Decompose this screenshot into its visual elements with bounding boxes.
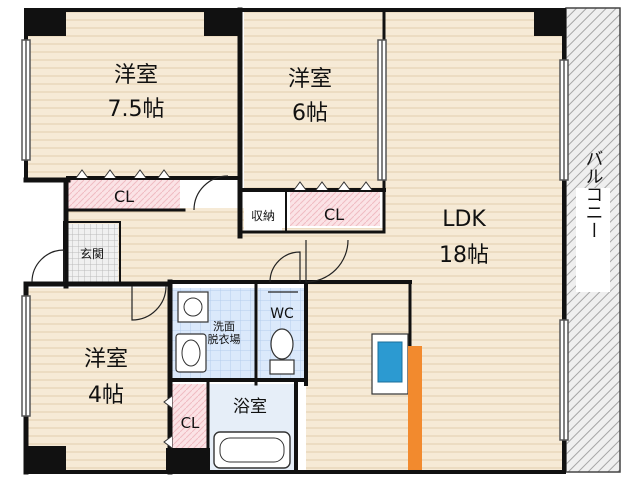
door-entrance: [31, 249, 65, 283]
door-washroom: [269, 251, 301, 283]
closet-2-floor: [290, 190, 380, 226]
door-room1: [193, 175, 229, 211]
closet-3-label: CL: [181, 414, 200, 432]
kitchen-counter: [371, 333, 422, 470]
closet-details: [75, 169, 373, 449]
western-room-2-floor: [244, 12, 384, 190]
storage-floor: [244, 196, 282, 232]
entrance-label: 玄関: [80, 246, 104, 261]
bathroom-label: 浴室: [233, 397, 267, 417]
closet-2-label: CL: [324, 205, 344, 224]
wc-label: WC: [270, 306, 294, 322]
closet-1-label: CL: [114, 187, 134, 206]
room3-size: 4帖: [88, 383, 124, 408]
room3-name: 洋室: [84, 347, 128, 372]
door-room3: [131, 285, 167, 321]
balcony: [565, 7, 621, 473]
entrance-floor: [64, 224, 118, 282]
washroom-label-2: 脱衣場: [208, 332, 241, 346]
toilet-icon: [269, 328, 295, 375]
windows: [21, 39, 569, 441]
columns: [26, 10, 564, 472]
door-ldk: [305, 239, 349, 283]
washing-machine-space: [177, 291, 209, 323]
western-room-1-floor: [26, 12, 238, 180]
floors: [26, 12, 564, 470]
balcony-label: バルコニー: [583, 149, 604, 239]
hall-floor-2: [244, 228, 384, 282]
room2-name: 洋室: [288, 67, 332, 92]
room2-size: 6帖: [292, 101, 328, 126]
sink-icon: [175, 333, 207, 373]
storage-label: 収納: [251, 209, 275, 223]
room1-size: 7.5帖: [108, 97, 165, 122]
labels: 洋室 7.5帖 洋室 6帖 洋室 4帖 LDK 18帖 CL CL CL 収納 …: [80, 63, 604, 432]
bathtub-icon: [213, 431, 291, 469]
room1-name: 洋室: [114, 63, 158, 88]
closet-1-floor: [68, 178, 180, 210]
ldk-name: LDK: [442, 207, 486, 232]
ldk-size: 18帖: [439, 243, 489, 268]
doors: [31, 175, 349, 321]
western-room-3-floor: [26, 288, 168, 470]
washroom-label-1: 洗面: [213, 320, 235, 333]
counter-accent: [408, 346, 422, 470]
